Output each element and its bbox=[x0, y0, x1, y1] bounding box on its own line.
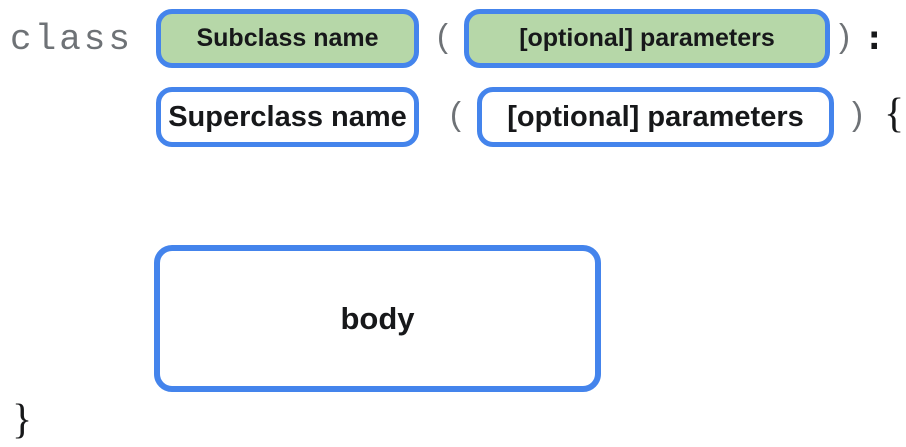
row2-open-paren: ( bbox=[450, 95, 461, 132]
class-keyword-text: class bbox=[10, 19, 134, 60]
close-curly-brace: } bbox=[12, 397, 33, 443]
superclass-name-box: Superclass name bbox=[156, 87, 419, 147]
row2-close-paren: ) bbox=[852, 95, 863, 132]
superclass-parameters-label: [optional] parameters bbox=[507, 100, 804, 133]
subclass-parameters-box: [optional] parameters bbox=[464, 9, 830, 68]
inheritance-colon: : bbox=[864, 18, 885, 58]
subclass-name-label: Subclass name bbox=[196, 24, 379, 52]
superclass-parameters-box: [optional] parameters bbox=[477, 87, 834, 147]
row1-close-paren: ) bbox=[839, 17, 850, 54]
row1-open-paren: ( bbox=[437, 17, 448, 54]
class-body-label: body bbox=[340, 300, 415, 336]
subclass-parameters-label: [optional] parameters bbox=[519, 24, 775, 52]
subclass-name-box: Subclass name bbox=[156, 9, 419, 68]
class-body-box: body bbox=[154, 245, 601, 392]
superclass-name-label: Superclass name bbox=[168, 100, 407, 133]
open-curly-brace: { bbox=[884, 91, 905, 137]
